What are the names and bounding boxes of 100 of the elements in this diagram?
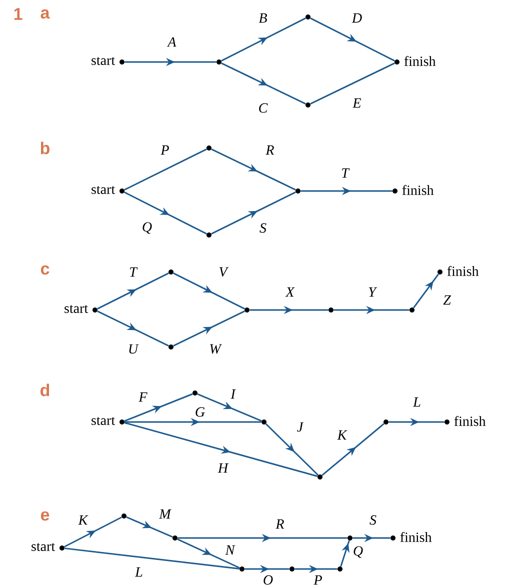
arrow [64, 516, 122, 548]
network-node [394, 60, 400, 64]
arrow [211, 192, 296, 234]
arrow [265, 423, 319, 476]
network-node [438, 270, 442, 274]
edge-label: X [285, 287, 295, 297]
edge-label: M [159, 509, 172, 519]
arrow [97, 310, 169, 346]
edge-label: Z [443, 295, 452, 305]
arrow [221, 62, 306, 104]
edge-label: P [160, 145, 169, 155]
panel-label: d [40, 384, 50, 396]
arrow [211, 148, 296, 190]
arrow [340, 540, 350, 567]
edge-label: J [297, 422, 304, 432]
node-label: finish [447, 266, 479, 276]
arrow [322, 423, 384, 476]
node-label: start [92, 56, 116, 66]
edge-label: R [276, 519, 284, 529]
network-node [92, 308, 98, 312]
edge-label: Y [368, 287, 378, 297]
edge-label: A [166, 37, 176, 47]
network-node [392, 188, 398, 194]
edge-label: F [138, 392, 148, 402]
network-node [120, 60, 124, 64]
edge-label: B [258, 13, 267, 23]
edge-label: T [130, 267, 138, 277]
arrow [221, 18, 306, 62]
edge-label: W [210, 344, 222, 354]
network-node [306, 102, 310, 108]
arrow [124, 192, 207, 234]
edge-label: R [266, 145, 274, 155]
edge-label: S [260, 223, 266, 233]
panel-label: e [40, 511, 50, 521]
edge-label: E [352, 98, 362, 108]
network-node [410, 308, 414, 312]
arrow [197, 393, 262, 422]
network-node [390, 536, 396, 540]
network-node [444, 420, 450, 424]
network-node [244, 308, 250, 312]
edge-label: V [219, 267, 229, 277]
node-label: finish [402, 185, 434, 195]
edge-label: C [259, 103, 268, 113]
edge-label: Q [354, 546, 363, 558]
network-node [168, 344, 174, 350]
arrow [173, 310, 245, 346]
network-node [120, 188, 124, 194]
panel-label: 1 [14, 8, 22, 20]
arrow [173, 272, 245, 310]
node-label: start [92, 186, 116, 194]
arrow [413, 274, 439, 308]
arrow [310, 18, 395, 62]
network-node [240, 566, 244, 572]
panel-label: a [40, 9, 50, 19]
edge-label: S [370, 515, 376, 525]
network-node [384, 420, 388, 424]
network-node [262, 420, 266, 424]
network-node [348, 536, 352, 540]
arrow [177, 538, 240, 569]
node-label: finish [454, 416, 486, 426]
network-node [296, 188, 300, 194]
network-node [206, 232, 212, 238]
node-label: start [32, 543, 56, 552]
node-label: start [64, 304, 88, 314]
arrow [126, 516, 173, 538]
node-label: finish [400, 532, 432, 542]
panel-label: c [40, 265, 50, 275]
edge-label: D [352, 13, 362, 23]
edge-label: U [129, 344, 139, 354]
network-node [306, 14, 310, 20]
edge-label: I [230, 389, 236, 399]
node-label: finish [404, 56, 436, 66]
node-label: start [92, 417, 116, 426]
panel-label: b [40, 142, 50, 154]
edge-label: H [218, 463, 229, 473]
edge-label: K [337, 430, 348, 440]
network-node [172, 536, 178, 540]
network-node [122, 514, 126, 518]
edge-label: T [342, 168, 350, 178]
network-node [338, 566, 342, 572]
network-node [328, 308, 334, 312]
network-node [120, 420, 124, 424]
arrow [124, 422, 318, 477]
edge-label: G [196, 407, 205, 417]
network-node [290, 566, 294, 572]
edge-label: L [412, 397, 420, 407]
network-node [168, 270, 174, 274]
network-node [318, 474, 322, 480]
edge-label: K [78, 515, 88, 525]
edge-label: N [225, 545, 236, 555]
network-node [60, 546, 64, 550]
edge-label: L [134, 567, 142, 577]
network-node [192, 390, 198, 396]
edge-label: P [314, 575, 322, 585]
arrow [97, 272, 169, 310]
edge-label: Q [142, 222, 152, 234]
network-node [216, 60, 222, 64]
arrow [124, 393, 193, 422]
edge-label: O [264, 575, 273, 585]
network-node [206, 146, 212, 150]
